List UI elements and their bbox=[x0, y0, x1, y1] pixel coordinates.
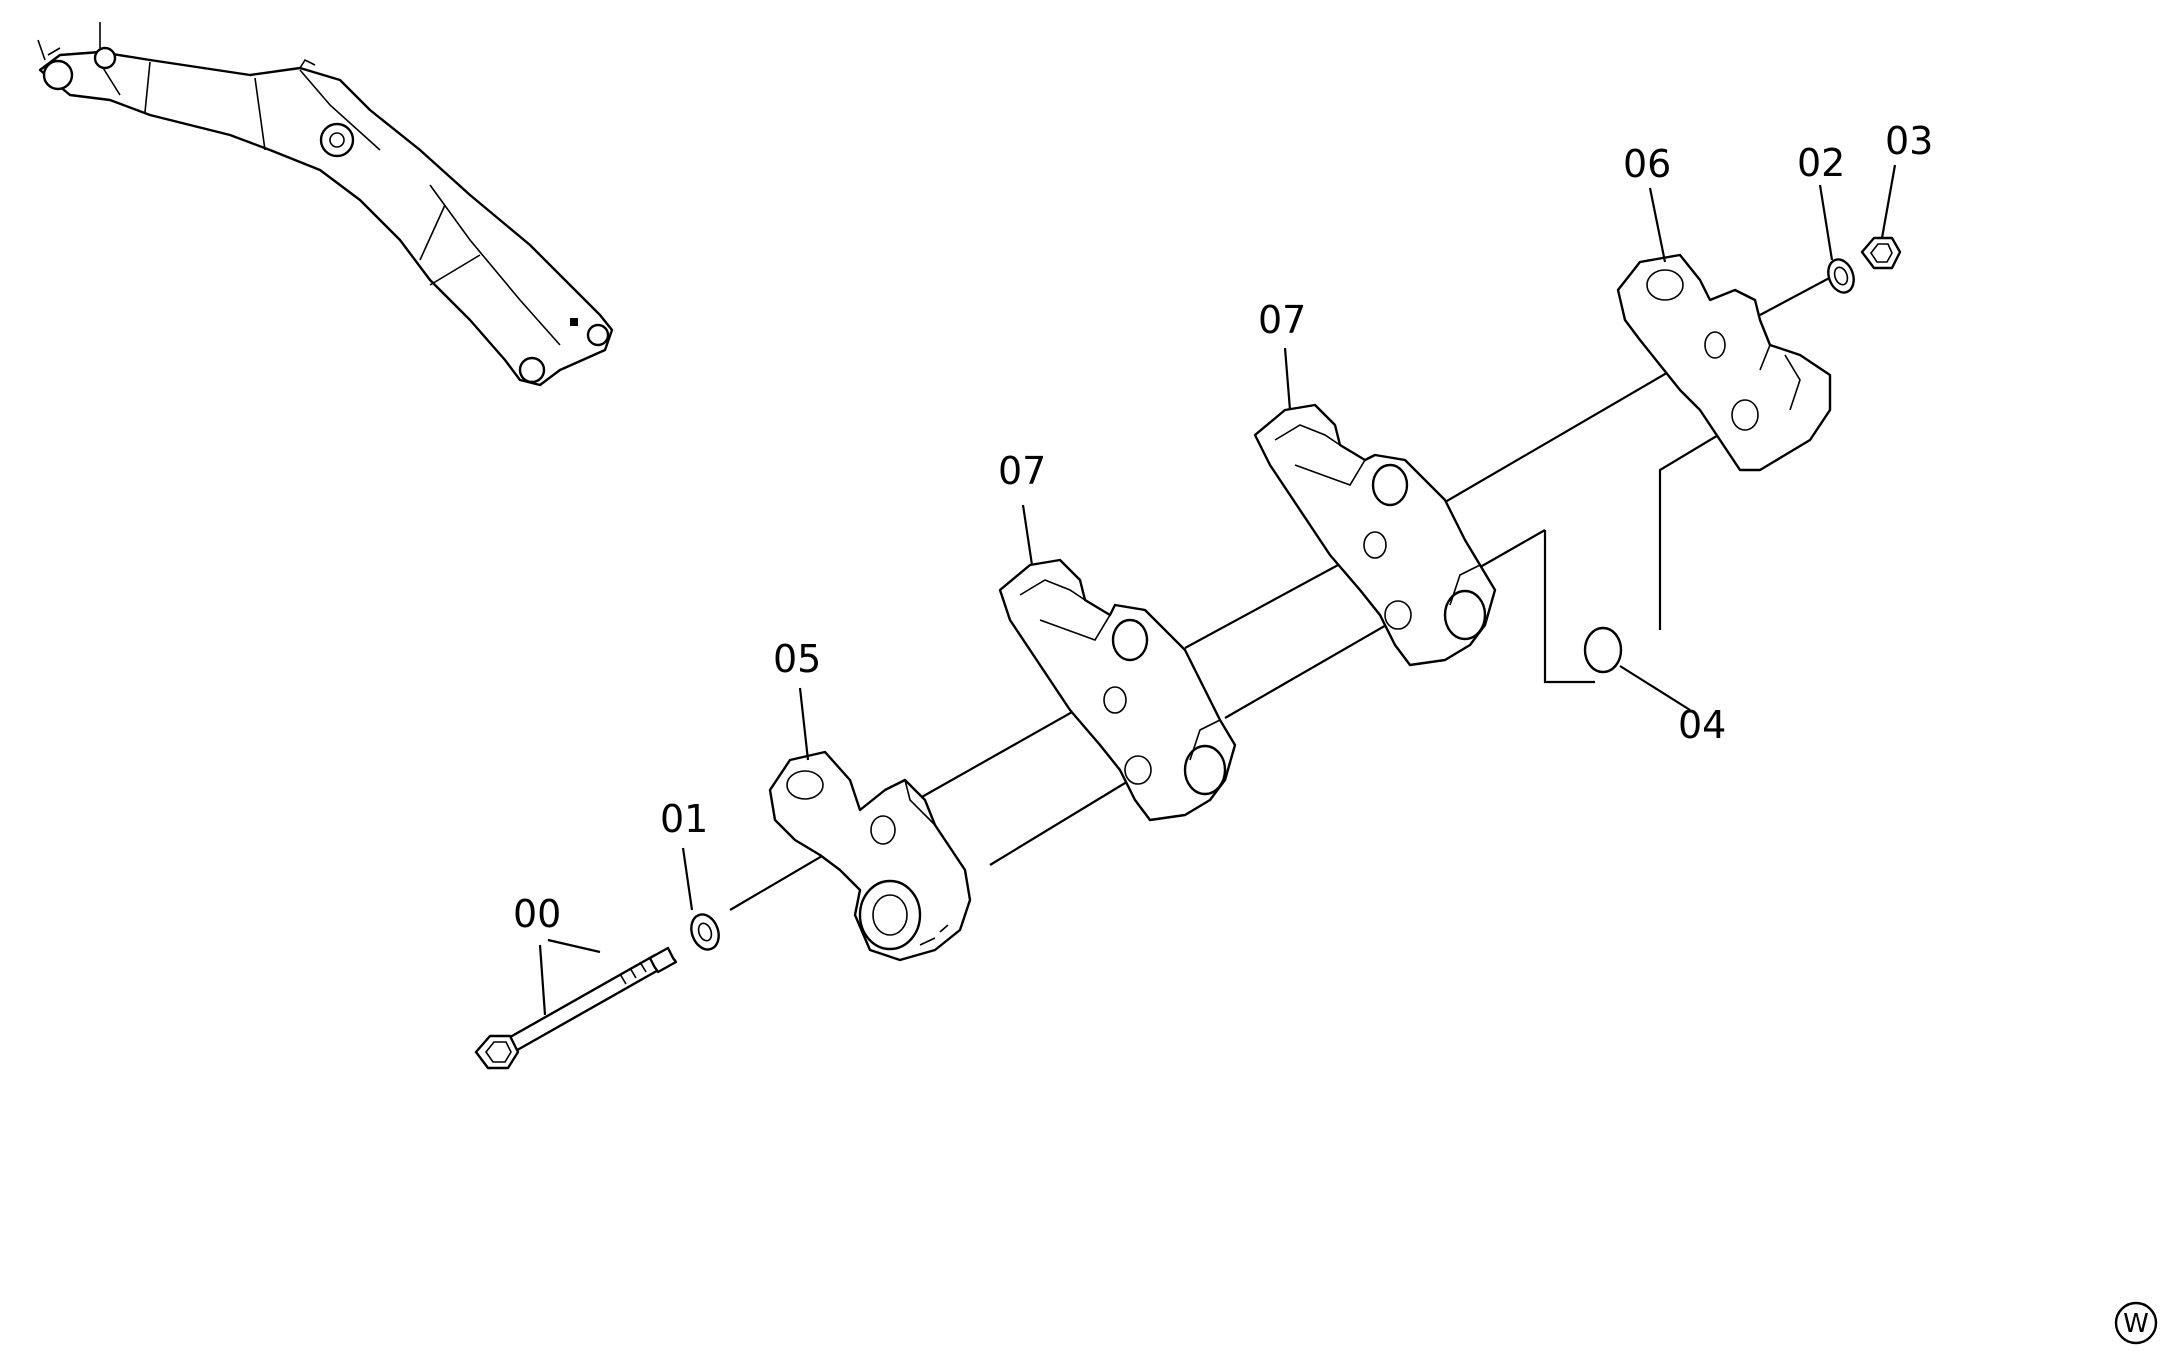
valve-block-07-left bbox=[998, 558, 1237, 822]
callout-05: 05 bbox=[773, 637, 821, 681]
bolt-00 bbox=[474, 946, 678, 1070]
corner-mark-letter: W bbox=[2123, 1309, 2149, 1339]
callout-06: 06 bbox=[1623, 142, 1671, 186]
callout-04: 04 bbox=[1678, 703, 1726, 747]
callout-00: 00 bbox=[513, 892, 561, 936]
bracket-05 bbox=[768, 750, 972, 962]
nut-03 bbox=[1860, 236, 1902, 270]
callout-02: 02 bbox=[1797, 141, 1845, 185]
corner-mark: W bbox=[2114, 1301, 2158, 1345]
washer-02 bbox=[1827, 258, 1855, 294]
callout-01: 01 bbox=[660, 797, 708, 841]
o-ring-04 bbox=[1583, 626, 1623, 674]
callout-07-right: 07 bbox=[1258, 298, 1306, 342]
boom-overview-drawing bbox=[37, 22, 614, 387]
callout-03: 03 bbox=[1885, 119, 1933, 163]
bracket-06 bbox=[1616, 253, 1832, 472]
callout-labels: 00 01 05 07 07 06 02 03 04 bbox=[513, 119, 1933, 936]
callout-07-left: 07 bbox=[998, 449, 1046, 493]
valve-block-07-right bbox=[1253, 403, 1497, 667]
washer-01 bbox=[690, 913, 720, 951]
leader-lines bbox=[538, 164, 1897, 1016]
